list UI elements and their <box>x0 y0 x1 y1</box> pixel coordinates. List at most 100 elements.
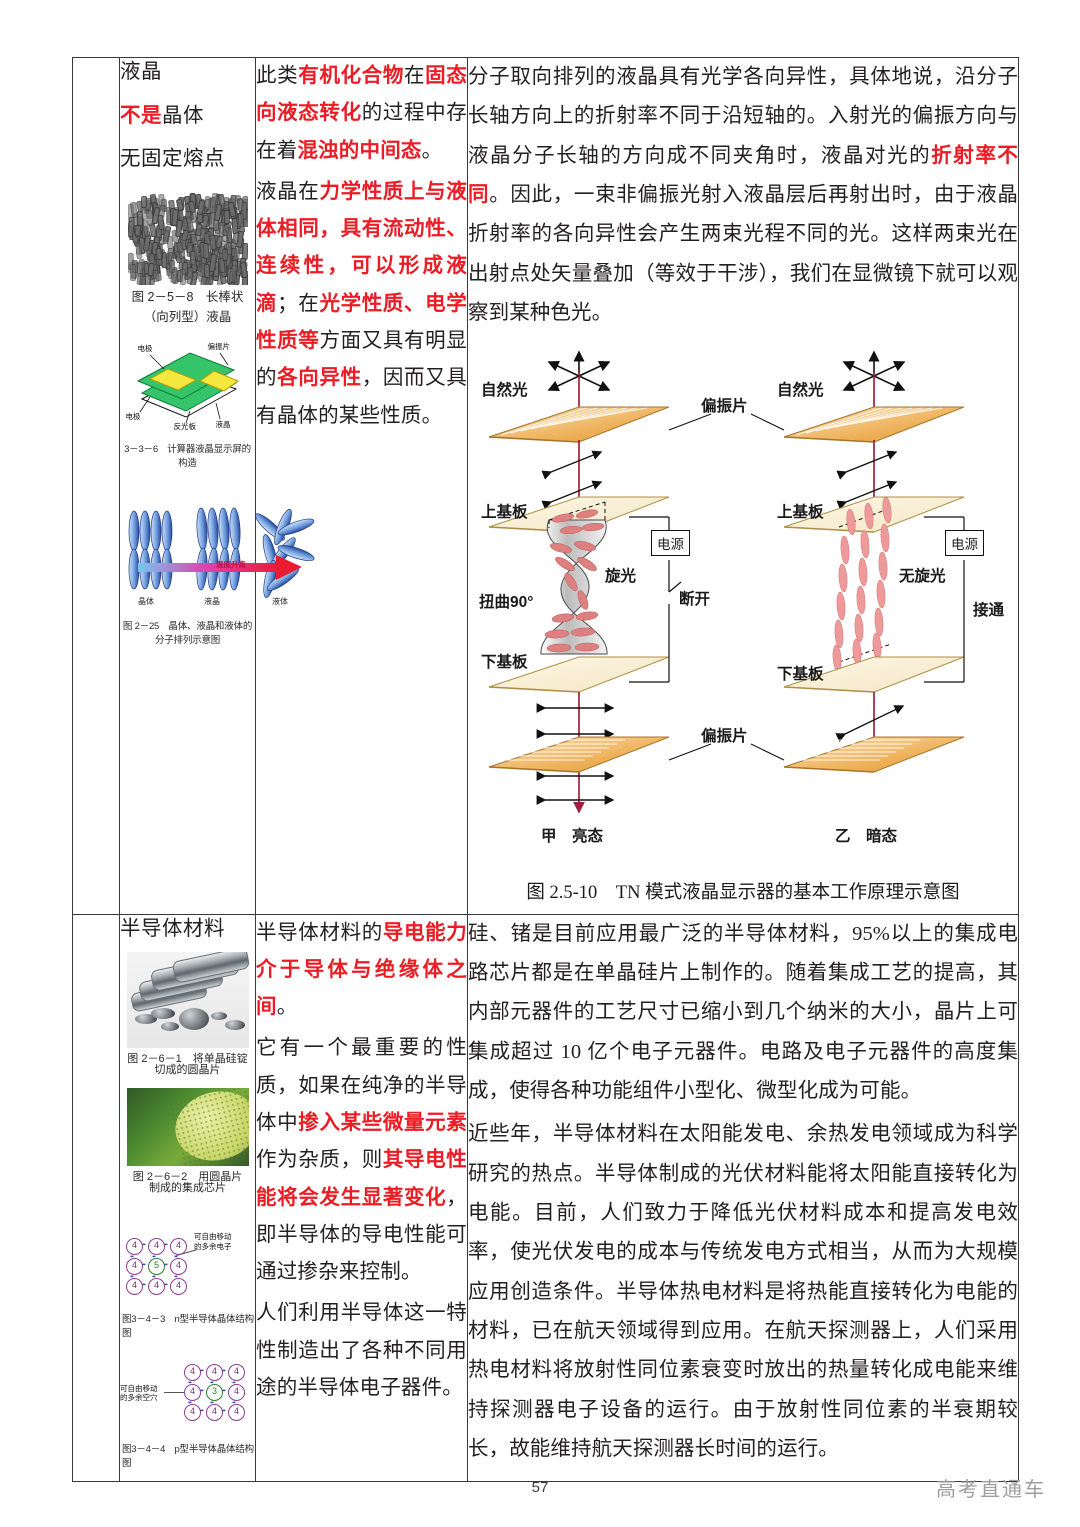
lattice-atom: 5 <box>148 1258 165 1276</box>
plain-text: ，因而又具有晶体的某些性质。 <box>256 367 468 427</box>
tn-right-top-substrate: 上基板 <box>777 503 824 521</box>
lc-not-crystal: 不是晶体 <box>120 102 255 132</box>
lattice-bond: •• <box>188 1398 192 1407</box>
tn-diagram-caption: 图 2.5-10 TN 模式液晶显示器的基本工作原理示意图 <box>526 882 960 903</box>
tn-left-natural-light: 自然光 <box>481 381 528 399</box>
p-type-caption: 图3－4－4 p型半导体晶体结构图 <box>122 1443 254 1469</box>
lcd-label-reflector: 反光板 <box>173 421 197 431</box>
row-marker-cell-2 <box>72 913 120 1483</box>
plain-text: 它有一个最重要的性质，如果在纯净的半导体中 <box>256 1037 467 1134</box>
figure-phase-arrangement: 温度升高 晶体 液晶 液体 图 2－25 晶体、液晶和液体的分子排列示意图 <box>120 505 315 649</box>
highlight-text: 掺入某些微量元素 <box>298 1112 467 1134</box>
plain-text: 硅、锗是目前应用最广泛的半导体材料，95%以上的集成电路芯片都是在单晶硅片上制作… <box>468 922 1018 1102</box>
highlight-text: 混浊的中间态 <box>297 139 422 162</box>
paragraph-2: 它有一个最重要的性质，如果在纯净的半导体中掺入某些微量元素作为杂质，则其导电性能… <box>256 1030 467 1291</box>
silicon-ingots-image <box>126 952 249 1049</box>
lattice-atom: 4 <box>228 1383 245 1401</box>
plain-text: 的过程中存在着 <box>256 102 468 162</box>
lattice-bond: •• <box>232 1398 236 1407</box>
lcd-panel-caption: 3－3－6 计算器液晶显示屏的构造 <box>124 443 251 469</box>
lattice-bond: •• <box>222 1366 226 1375</box>
plain-text: ，即半导体的导电性能可通过掺杂来控制。 <box>256 1186 467 1284</box>
lattice-bond: •• <box>200 1406 204 1415</box>
highlight-text: 导电能力介于导体与绝缘体之间 <box>256 921 467 1019</box>
lattice-bond: •• <box>188 1378 192 1387</box>
phase-rod <box>139 510 151 552</box>
tn-diagram-svg <box>488 349 965 814</box>
lattice-atom: 4 <box>126 1278 143 1296</box>
lattice-bond: •• <box>210 1398 214 1407</box>
phase-svg <box>128 507 315 599</box>
phase-rod <box>150 510 162 552</box>
tn-right-natural-light: 自然光 <box>777 381 824 399</box>
paragraph-2: 液晶在力学性质上与液体相同，具有流动性、连续性，可以形成液滴；在光学性质、电学性… <box>256 174 467 435</box>
phase-label-crystal: 晶体 <box>138 597 154 607</box>
nematic-caption-line2: （向列型）液晶 <box>143 309 232 324</box>
lc-note-paragraphs: 此类有机化合物在固态向液态转化的过程中存在着混浊的中间态。液晶在力学性质上与液体… <box>256 58 467 435</box>
tn-polarizer-bottom-label: 偏振片 <box>701 727 748 745</box>
lattice-bond: •• <box>232 1378 236 1387</box>
lattice-atom: 4 <box>228 1363 245 1381</box>
tn-right-switch-closed: 接通 <box>973 601 1005 619</box>
plain-text: 此类 <box>256 65 299 87</box>
nematic-rod <box>222 248 229 261</box>
plain-text: 。 <box>276 996 298 1019</box>
paragraph-1: 硅、锗是目前应用最广泛的半导体材料，95%以上的集成电路芯片都是在单晶硅片上制作… <box>468 915 1018 1112</box>
lc-no-melting-point: 无固定熔点 <box>120 148 225 171</box>
highlight-text: 力学性质上与液体相同，具有流动性、连续性，可以形成液滴 <box>256 180 467 315</box>
nematic-rod <box>146 262 155 277</box>
phase-rod <box>229 507 241 551</box>
tn-right-state: 乙 暗态 <box>835 827 898 845</box>
nematic-rod <box>202 243 210 260</box>
phase-rod <box>277 518 315 536</box>
figure-lcd-panel: 电极 偏振片 电极 反光板 液晶 3－3－6 计算器液晶显示屏的构造 <box>120 337 255 472</box>
lc-not-crystal-red: 不是 <box>120 104 162 127</box>
lcd-label-electrode-top: 电极 <box>137 343 153 353</box>
liquid-crystal-notes-cell: 此类有机化合物在固态向液态转化的过程中存在着混浊的中间态。液晶在力学性质上与液体… <box>255 57 468 915</box>
lcd-label-liquid-crystal: 液晶 <box>215 419 231 429</box>
nematic-rod <box>136 210 144 226</box>
plain-text: ；在 <box>277 292 320 315</box>
tn-polarizer-top-label: 偏振片 <box>701 397 748 415</box>
phase-rod <box>196 507 208 551</box>
phase-rod <box>161 510 173 552</box>
lattice-bond: •• <box>222 1406 226 1415</box>
phase-rod <box>128 510 140 552</box>
lattice-atom: 4 <box>126 1238 143 1256</box>
lattice-atom: 4 <box>148 1238 165 1256</box>
phase-rod <box>207 507 219 551</box>
lcd-panel-image: 电极 偏振片 电极 反光板 液晶 <box>124 337 252 431</box>
lc-title: 液晶 <box>120 61 162 83</box>
lattice-bond: •• <box>152 1273 156 1282</box>
integrated-chip-image <box>126 1088 249 1167</box>
lattice-atom: 4 <box>206 1403 223 1421</box>
semiconductor-notes-cell: 半导体材料的导电能力介于导体与绝缘体之间。它有一个最重要的性质，如果在纯净的半导… <box>255 913 468 1483</box>
semiconductor-body-cell: 硅、锗是目前应用最广泛的半导体材料，95%以上的集成电路芯片都是在单晶硅片上制作… <box>467 913 1019 1483</box>
lattice-atom: 4 <box>170 1258 187 1276</box>
tn-left-state: 甲 亮态 <box>541 827 604 845</box>
nematic-rod <box>135 273 144 286</box>
tn-left-power-source: 电源 <box>651 529 690 556</box>
lattice-atom: 4 <box>184 1403 201 1421</box>
paragraph-1: 分子取向排列的液晶具有光学各向异性，具体地说，沿分子长轴方向上的折射率不同于沿短… <box>468 58 1018 334</box>
plain-text: 分子取向排列的液晶具有光学各向异性，具体地说，沿分子长轴方向上的折射率不同于沿短… <box>468 66 1018 167</box>
nematic-rod <box>203 263 211 279</box>
plain-text: 人们利用半导体这一特性制造出了各种不同用途的半导体电子器件。 <box>256 1302 467 1400</box>
lattice-bond: •• <box>174 1273 178 1282</box>
highlight-text: 折射率不同 <box>468 144 1018 207</box>
lattice-bond: •• <box>200 1386 204 1395</box>
plain-text: 近些年，半导体材料在太阳能发电、余热发电领域成为科学研究的热点。半导体制成的光伏… <box>468 1123 1018 1461</box>
lattice-bond: •• <box>200 1366 204 1375</box>
tn-diagram: 自然光 上基板 下基板 扭曲90° 旋光 电源 断开 自然光 上基板 下基板 无… <box>479 342 1007 872</box>
plain-text: 。 <box>421 139 443 162</box>
lattice-bond: •• <box>222 1386 226 1395</box>
nematic-rod <box>186 266 194 284</box>
lattice-atom: 4 <box>148 1278 165 1296</box>
page-number: 57 <box>531 1479 549 1496</box>
highlight-text: 固态向液态转化 <box>256 65 468 125</box>
nematic-caption-line1: 图 2－5－8 长棒状 <box>131 290 244 305</box>
chip-caption-line2: 制成的集成芯片 <box>149 1181 226 1194</box>
n-type-caption: 图3－4－3 n型半导体晶体结构图 <box>122 1314 254 1340</box>
tn-right-power-source: 电源 <box>945 529 984 556</box>
